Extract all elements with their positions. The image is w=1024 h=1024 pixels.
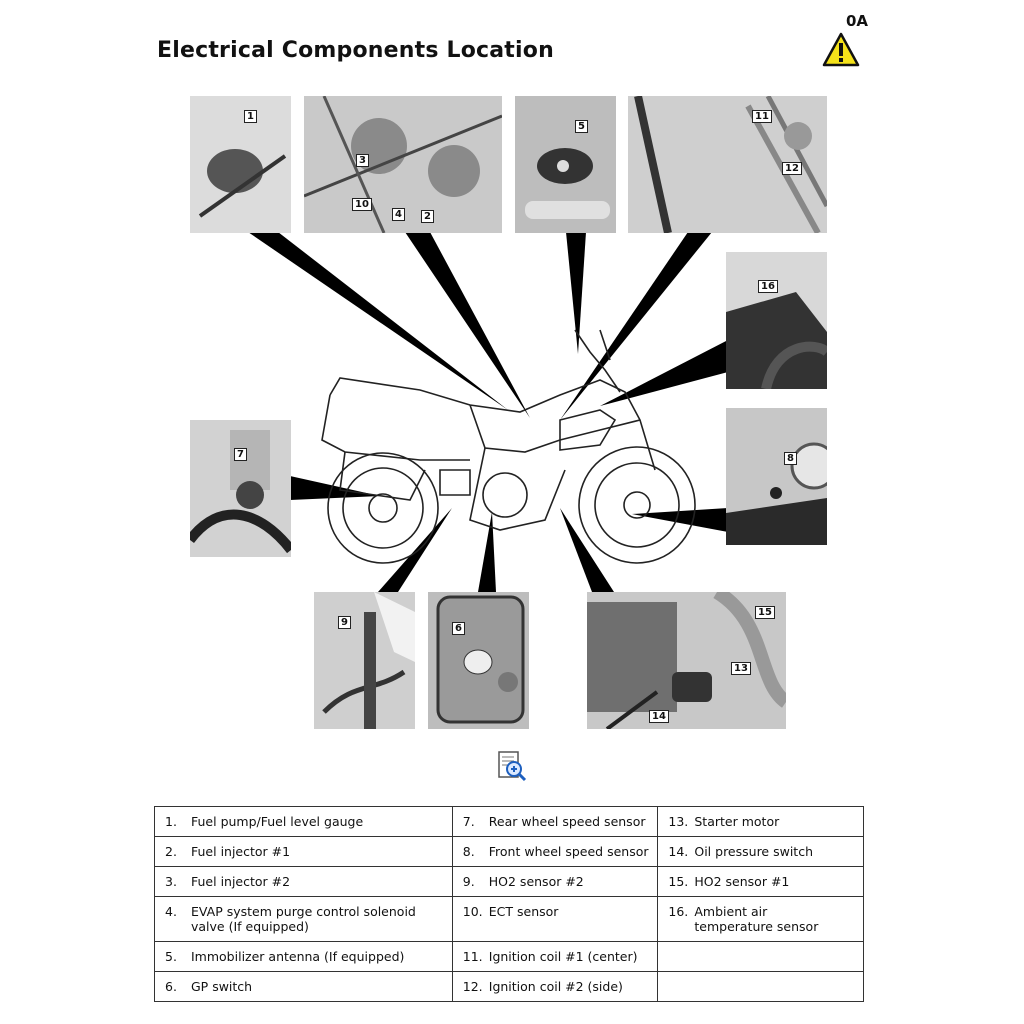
- legend-cell: 14. Oil pressure switch: [657, 836, 864, 867]
- legend-cell: 11. Ignition coil #1 (center): [451, 941, 659, 972]
- legend-text: GP switch: [191, 979, 253, 994]
- legend-cell: 1. Fuel pump/Fuel level gauge: [154, 806, 453, 837]
- legend-text: HO2 sensor #1: [694, 874, 790, 889]
- legend-cell: 3. Fuel injector #2: [154, 866, 453, 897]
- photo-gp-switch: 6: [428, 592, 529, 729]
- legend-text: Starter motor: [694, 814, 780, 829]
- legend-number: 6.: [165, 979, 177, 994]
- callout-label: 13: [731, 662, 751, 675]
- legend-row: 6. GP switch 12. Ignition coil #2 (side): [154, 971, 864, 1002]
- photo-throttle-body: 3 10 4 2: [304, 96, 502, 233]
- photo-ignition-coils: 11 12: [628, 96, 827, 233]
- legend-number: 16.: [668, 904, 689, 919]
- legend-number: 3.: [165, 874, 177, 889]
- legend-cell: 8. Front wheel speed sensor: [451, 836, 659, 867]
- legend-number: 5.: [165, 949, 177, 964]
- legend-cell: 4. EVAP system purge control solenoid val…: [154, 896, 453, 942]
- legend-row: 3. Fuel injector #2 9. HO2 sensor #2 15. HO2 …: [154, 866, 864, 897]
- legend-text: Immobilizer antenna (If equipped): [191, 949, 405, 964]
- legend-number: 2.: [165, 844, 177, 859]
- legend-cell: 16. Ambient air temperature sensor: [657, 896, 864, 942]
- callout-label: 11: [752, 110, 772, 123]
- legend-cell: 6. GP switch: [154, 971, 453, 1002]
- legend-number: 12.: [462, 979, 483, 994]
- callout-label: 16: [758, 280, 778, 293]
- legend-text: Oil pressure switch: [694, 844, 814, 859]
- legend-text: Ignition coil #1 (center): [488, 949, 638, 964]
- callout-label: 12: [782, 162, 802, 175]
- warning-triangle-icon: [822, 32, 860, 67]
- legend-row: 5. Immobilizer antenna (If equipped) 11. Ig…: [154, 941, 864, 972]
- photo-fuel-pump: 1: [190, 96, 291, 233]
- legend-text: Ignition coil #2 (side): [488, 979, 623, 994]
- legend-number: 8.: [462, 844, 475, 859]
- legend-text: HO2 sensor #2: [488, 874, 584, 889]
- callout-label: 4: [392, 208, 405, 221]
- callout-label: 3: [356, 154, 369, 167]
- legend-number: 14.: [668, 844, 689, 859]
- callout-label: 10: [352, 198, 372, 211]
- legend-cell: [657, 971, 864, 1002]
- callout-label: 14: [649, 710, 669, 723]
- legend-number: 10.: [462, 904, 483, 919]
- legend-text: Rear wheel speed sensor: [488, 814, 646, 829]
- legend-row: 1. Fuel pump/Fuel level gauge 7. Rear wheel…: [154, 806, 864, 837]
- legend-number: 13.: [668, 814, 689, 829]
- legend-cell: 13. Starter motor: [657, 806, 864, 837]
- photo-starter-motor: 15 13 14: [587, 592, 786, 729]
- callout-label: 5: [575, 120, 588, 133]
- callout-label: 15: [755, 606, 775, 619]
- legend-cell: 7. Rear wheel speed sensor: [451, 806, 659, 837]
- legend-number: 4.: [165, 904, 177, 919]
- callout-label: 9: [338, 616, 351, 629]
- legend-text: Fuel injector #1: [191, 844, 291, 859]
- legend-cell: 9. HO2 sensor #2: [451, 866, 659, 897]
- legend-text: ECT sensor: [488, 904, 559, 919]
- legend-number: 9.: [462, 874, 475, 889]
- legend-text: Front wheel speed sensor: [488, 844, 649, 859]
- legend-cell: 12. Ignition coil #2 (side): [451, 971, 659, 1002]
- legend-text: Fuel injector #2: [191, 874, 291, 889]
- page-title: Electrical Components Location: [157, 38, 554, 63]
- legend-text: EVAP system purge control solenoid valve…: [191, 904, 416, 934]
- callout-label: 7: [234, 448, 247, 461]
- legend-cell: [657, 941, 864, 972]
- legend-number: 7.: [462, 814, 475, 829]
- legend-text: Ambient air temperature sensor: [694, 904, 819, 934]
- photo-ho2-sensor-2: 9: [314, 592, 415, 729]
- legend-cell: 10. ECT sensor: [451, 896, 659, 942]
- legend-table: 1. Fuel pump/Fuel level gauge 7. Rear wheel…: [154, 806, 864, 1002]
- legend-number: 15.: [668, 874, 689, 889]
- photo-front-wheel-sensor: 8: [726, 408, 827, 545]
- section-code: 0A: [846, 12, 869, 30]
- legend-text: Fuel pump/Fuel level gauge: [191, 814, 364, 829]
- callout-label: 6: [452, 622, 465, 635]
- legend-row: 4. EVAP system purge control solenoid val…: [154, 896, 864, 942]
- zoom-document-icon[interactable]: [496, 750, 528, 782]
- legend-cell: 15. HO2 sensor #1: [657, 866, 864, 897]
- callout-label: 8: [784, 452, 797, 465]
- legend-cell: 2. Fuel injector #1: [154, 836, 453, 867]
- legend-number: 11.: [462, 949, 483, 964]
- photo-rear-wheel-sensor: 7: [190, 420, 291, 557]
- legend-row: 2. Fuel injector #1 8. Front wheel speed se…: [154, 836, 864, 867]
- legend-number: 1.: [165, 814, 177, 829]
- photo-ignition-switch: 5: [515, 96, 616, 233]
- callout-label: 1: [244, 110, 257, 123]
- photo-ambient-air-sensor: 16: [726, 252, 827, 389]
- legend-cell: 5. Immobilizer antenna (If equipped): [154, 941, 453, 972]
- callout-label: 2: [421, 210, 434, 223]
